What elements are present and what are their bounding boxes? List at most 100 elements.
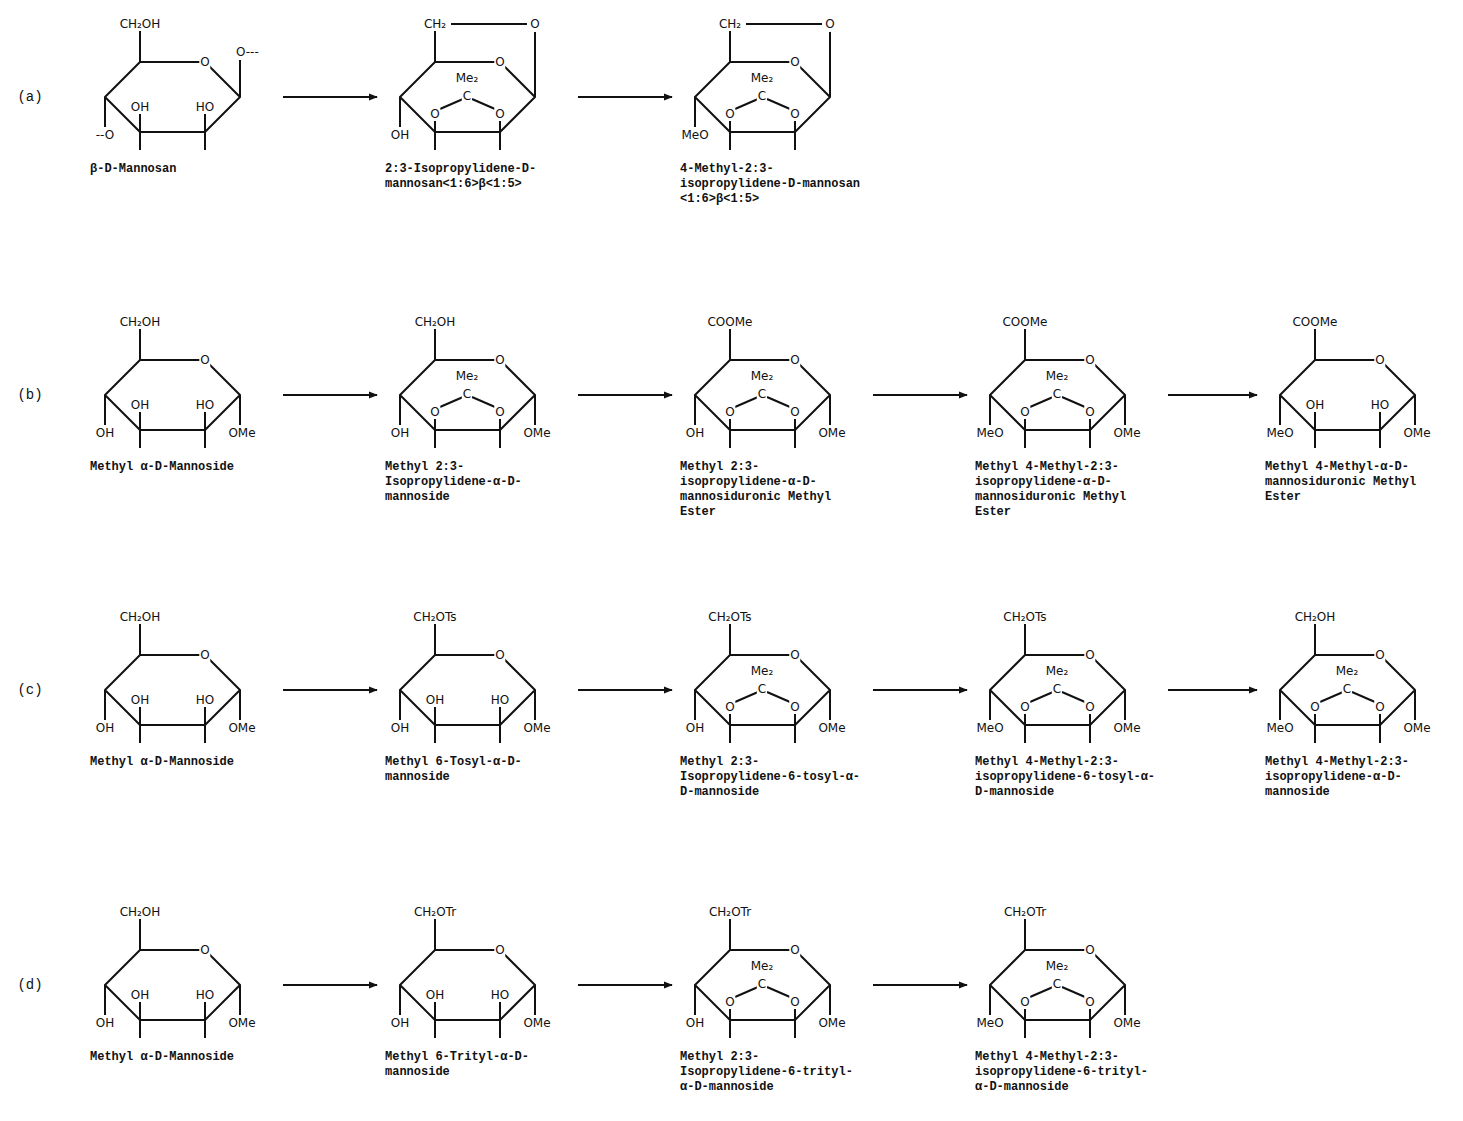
atom-label: C [1052, 977, 1062, 991]
atom-label: Me₂ [1045, 664, 1070, 678]
bond-line [1030, 987, 1053, 997]
bond-line [694, 690, 696, 720]
bond-line [1030, 692, 1053, 702]
atom-label: CH₂OH [119, 17, 162, 31]
scheme-letter: (c) [17, 682, 42, 698]
atom-label: CH₂OH [119, 905, 162, 919]
atom-label: HO [1370, 398, 1390, 412]
ring-outline [400, 950, 535, 1020]
reaction-arrow [1168, 689, 1257, 691]
atom-label: O [1019, 995, 1030, 1009]
bond-line [434, 725, 436, 743]
bond-line [139, 430, 141, 448]
atom-label: Me₂ [1335, 664, 1360, 678]
compound-name: Methyl 6-Trityl-α-D-mannoside [385, 1050, 570, 1080]
atom-label: O [494, 943, 505, 957]
bond-line [794, 1009, 796, 1020]
atom-label: MeO [975, 1016, 1004, 1030]
atom-label: CH₂OH [1294, 610, 1337, 624]
bond-line [534, 985, 536, 1015]
bond-line [794, 1020, 796, 1038]
atom-label: O [789, 943, 800, 957]
atom-label: O [724, 995, 735, 1009]
bond-line [729, 725, 731, 743]
sugar-structure: Methyl α-D-MannosideCH₂OHOOHHOOHOMe [90, 595, 275, 772]
atom-label: OMe [1112, 426, 1141, 440]
atom-label: OH [130, 988, 150, 1002]
sugar-structure: 4-Methyl-2:3-isopropylidene-D-mannosan <… [680, 2, 865, 209]
bond-line [139, 624, 141, 655]
compound-name: Methyl 4-Methyl-2:3-isopropylidene-6-tos… [975, 755, 1160, 800]
atom-label: Me₂ [750, 959, 775, 973]
bond-line [104, 395, 106, 425]
compound-name: Methyl 2:3-Isopropylidene-α-D-mannoside [385, 460, 570, 505]
bond-line [139, 707, 141, 725]
atom-label: C [757, 682, 767, 696]
bond-line [729, 329, 731, 360]
atom-label: O [1374, 700, 1385, 714]
atom-label: Me₂ [1045, 959, 1070, 973]
sugar-structure: β-D-MannosanCH₂OHOO---OHHO--O [90, 2, 275, 179]
bond-line [729, 1020, 731, 1038]
atom-label: COOMe [706, 315, 753, 329]
bond-line [434, 132, 436, 150]
atom-label: OH [685, 426, 705, 440]
atom-label: OH [95, 426, 115, 440]
sugar-structure: Methyl α-D-MannosideCH₂OHOOHHOOHOMe [90, 300, 275, 477]
bond-line [729, 132, 731, 150]
bond-line [139, 725, 141, 743]
bond-line [1024, 919, 1026, 950]
atom-label: COOMe [1001, 315, 1048, 329]
bond-line [1062, 987, 1085, 997]
atom-label: C [462, 89, 472, 103]
bond-line [1379, 714, 1381, 725]
reaction-arrow [1168, 394, 1257, 396]
atom-label: CH₂OH [414, 315, 457, 329]
bond-line [440, 397, 463, 407]
atom-label: OH [1305, 398, 1325, 412]
bond-line [1124, 690, 1126, 720]
bond-line [1024, 624, 1026, 655]
atom-label: CH₂OTs [412, 610, 457, 624]
bond-line [1024, 430, 1026, 448]
atom-label: Me₂ [1045, 369, 1070, 383]
reaction-arrow [283, 689, 377, 691]
bond-line [204, 430, 206, 448]
bond-line [694, 97, 696, 127]
reaction-arrow [873, 984, 967, 986]
compound-name: Methyl 4-Methyl-2:3-isopropylidene-α-D-m… [1265, 755, 1450, 800]
sugar-structure: Methyl 2:3-Isopropylidene-6-trityl-α-D-m… [680, 890, 865, 1097]
atom-label: CH₂ [423, 17, 447, 31]
compound-name: 4-Methyl-2:3-isopropylidene-D-mannosan <… [680, 162, 865, 207]
atom-label: OMe [1402, 721, 1431, 735]
bond-line [735, 692, 758, 702]
atom-label: O [1019, 405, 1030, 419]
reaction-arrow [873, 394, 967, 396]
bond-line [1314, 714, 1316, 725]
bond-line [434, 919, 436, 950]
atom-label: COOMe [1291, 315, 1338, 329]
bond-line [767, 397, 790, 407]
atom-label: HO [195, 100, 215, 114]
atom-label: OH [685, 721, 705, 735]
compound-name: Methyl 4-Methyl-α-D-mannosiduronic Methy… [1265, 460, 1450, 505]
bond-line [1089, 430, 1091, 448]
atom-label: HO [490, 693, 510, 707]
atom-label: O [199, 648, 210, 662]
bond-line [1314, 624, 1316, 655]
bond-line [1089, 1020, 1091, 1038]
bond-line [434, 31, 436, 62]
atom-label: OH [390, 1016, 410, 1030]
sugar-structure: Methyl 4-Methyl-2:3-isopropylidene-α-D-m… [975, 300, 1160, 522]
bond-line [989, 395, 991, 425]
bond-line [139, 919, 141, 950]
atom-label: O--- [235, 45, 260, 59]
sugar-structure: Methyl 2:3-Isopropylidene-α-D-mannoside C… [385, 300, 570, 507]
bond-line [204, 114, 206, 132]
bond-line [239, 395, 241, 425]
bond-line [434, 419, 436, 430]
atom-label: O [1084, 648, 1095, 662]
atom-label: CH₂OH [119, 315, 162, 329]
bond-line [829, 395, 831, 425]
bond-line [794, 725, 796, 743]
